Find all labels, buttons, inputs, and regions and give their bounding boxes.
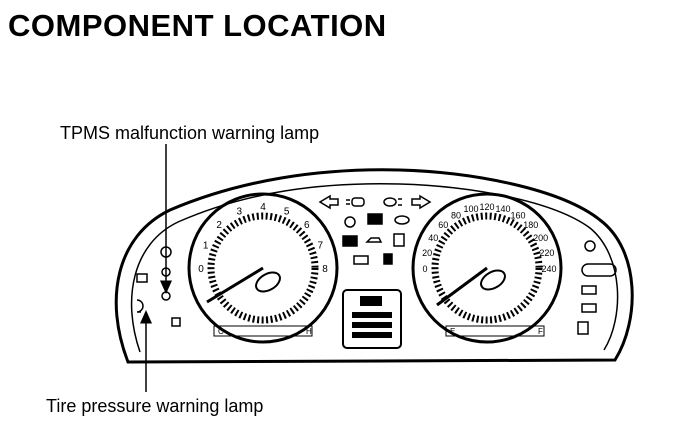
temp-high-label: H	[306, 327, 312, 336]
speedometer-needle	[436, 266, 488, 307]
tachometer-tick-label: 4	[260, 202, 266, 213]
tachometer-tick-label: 1	[203, 240, 209, 251]
fog-lamp-icon	[383, 197, 402, 207]
speedometer-tick-label: 60	[438, 220, 448, 230]
oil-pressure-icon	[365, 237, 383, 243]
speedometer-tick-label: 240	[541, 264, 556, 274]
fuel-high-label: F	[538, 327, 543, 336]
left-lamp-3-icon	[136, 273, 148, 283]
temp-gauge	[213, 325, 313, 337]
temp-low-label: C	[218, 327, 224, 336]
speedometer-tick-label: 140	[495, 204, 510, 214]
tachometer-tick-label: 2	[216, 220, 222, 231]
center-lcd-display	[342, 289, 402, 349]
tire-pressure-lamp-label: Tire pressure warning lamp	[46, 396, 264, 416]
brake-warning-icon	[342, 235, 358, 247]
right-warning-lamps	[577, 240, 617, 335]
battery-warning-icon	[353, 255, 369, 265]
engine-check-icon	[383, 253, 393, 265]
speedometer-tick-label: 20	[422, 248, 432, 258]
right-turn-signal-icon	[411, 194, 432, 210]
door-ajar-icon	[394, 215, 410, 225]
tachometer-tick-label: 6	[304, 220, 310, 231]
right-lamp-1-icon	[584, 240, 596, 252]
cluster-housing	[114, 168, 634, 364]
abs-warning-icon	[344, 216, 356, 228]
speedometer-tick-label: 100	[463, 204, 478, 214]
speedometer-tick-label: 220	[539, 248, 554, 258]
tachometer-tick-label: 0	[198, 264, 204, 275]
cluster-inner-rim	[130, 183, 619, 353]
speedometer-tick-label: 120	[479, 202, 494, 212]
speedometer-hub	[480, 269, 506, 291]
seatbelt-warning-icon	[393, 233, 405, 247]
right-lamp-3-icon	[581, 285, 597, 295]
speedometer-tick-label: 40	[428, 233, 438, 243]
tpms-malfunction-lamp-label: TPMS malfunction warning lamp	[60, 123, 320, 143]
tachometer-tick-label: 3	[237, 207, 243, 218]
headlight-icon	[346, 197, 365, 207]
left-turn-signal-icon	[318, 194, 339, 210]
page-title: COMPONENT LOCATION	[8, 8, 387, 43]
speedometer-tick-label: 160	[510, 210, 525, 220]
indicator-row-top	[318, 194, 432, 210]
fuel-lamp-icon	[577, 321, 589, 335]
speedometer-tick-label: 200	[533, 233, 548, 243]
speedometer-tick-label: 80	[451, 210, 461, 220]
tachometer-needle	[206, 266, 264, 304]
tachometer-tick-label: 8	[322, 264, 328, 275]
speedometer-tick-label: 0	[422, 264, 427, 274]
fuel-gauge	[445, 325, 545, 337]
center-warning-lamps	[342, 213, 410, 265]
tachometer-hub	[255, 271, 281, 293]
tachometer: 0 12 3 4 5 67 8 C H	[187, 192, 339, 344]
right-lamp-4-icon	[581, 303, 597, 313]
tachometer-tick-label: 7	[318, 240, 324, 251]
left-lamp-4-icon	[171, 317, 181, 327]
speedometer-tick-label: 180	[523, 220, 538, 230]
fuel-low-label: E	[450, 327, 455, 336]
tire-pressure-warning-icon	[136, 299, 144, 313]
left-warning-lamps	[136, 246, 181, 327]
right-lamp-2-icon	[581, 263, 617, 277]
airbag-warning-icon	[367, 213, 383, 225]
tachometer-tick-label: 5	[284, 207, 290, 218]
tpms-malfunction-lamp-icon	[161, 291, 171, 301]
